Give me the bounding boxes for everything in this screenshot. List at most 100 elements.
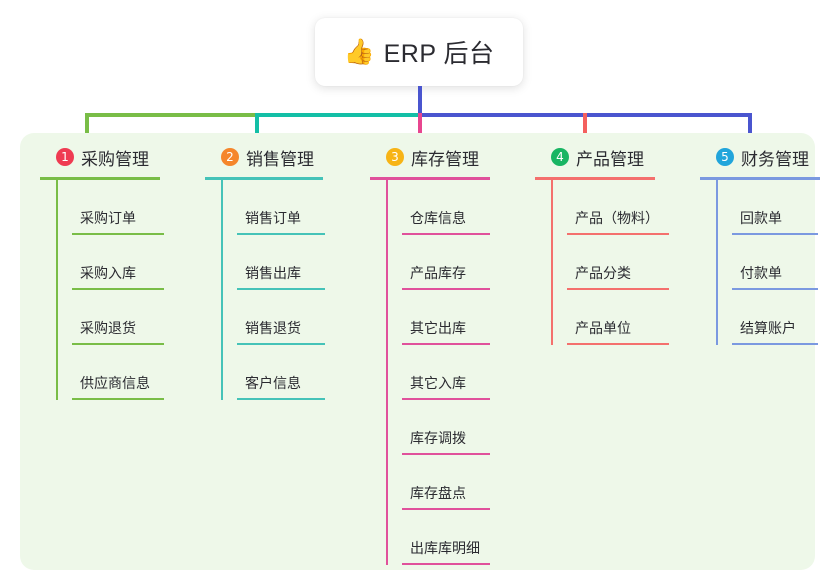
branch-title-4: 产品管理 (576, 149, 644, 169)
branch-underline-5 (700, 177, 820, 180)
leaf-underline (72, 233, 164, 235)
leaf-label: 结算账户 (740, 320, 796, 336)
leaf-label: 采购订单 (80, 210, 136, 226)
leaf-underline (237, 233, 325, 235)
branch-title-1: 采购管理 (81, 149, 149, 169)
leaf-list-3: 仓库信息产品库存其它出库其它入库库存调拨库存盘点出库库明细 (370, 180, 490, 565)
leaf-underline (567, 343, 669, 345)
leaf-label: 库存调拨 (410, 430, 466, 446)
leaf-underline (402, 288, 490, 290)
branches-panel (20, 133, 815, 570)
leaf-label: 产品分类 (575, 265, 631, 281)
branch-badge-4: 4 (551, 148, 569, 166)
leaf-item[interactable]: 销售订单 (221, 180, 325, 235)
leaf-item[interactable]: 产品库存 (386, 235, 490, 290)
branch-header-1[interactable]: 1 采购管理 (40, 145, 160, 169)
leaf-underline (732, 343, 818, 345)
leaf-underline (567, 288, 669, 290)
leaf-label: 供应商信息 (80, 375, 150, 391)
leaf-item[interactable]: 其它出库 (386, 290, 490, 345)
branch-underline-1 (40, 177, 160, 180)
leaf-underline (72, 343, 164, 345)
leaf-underline (732, 288, 818, 290)
root-title: ERP 后台 (383, 40, 495, 68)
leaf-label: 其它入库 (410, 375, 466, 391)
root-node[interactable]: 👍 ERP 后台 (315, 18, 523, 86)
leaf-underline (567, 233, 669, 235)
leaf-item[interactable]: 产品（物料） (551, 180, 669, 235)
leaf-label: 出库库明细 (410, 540, 480, 556)
leaf-spine-5 (716, 180, 718, 345)
branch-header-2[interactable]: 2 销售管理 (205, 145, 323, 169)
leaf-item[interactable]: 库存盘点 (386, 455, 490, 510)
leaf-label: 产品库存 (410, 265, 466, 281)
leaf-spine-4 (551, 180, 553, 345)
leaf-item[interactable]: 付款单 (716, 235, 820, 290)
leaf-label: 客户信息 (245, 375, 301, 391)
leaf-label: 采购退货 (80, 320, 136, 336)
leaf-underline (237, 343, 325, 345)
leaf-list-1: 采购订单采购入库采购退货供应商信息 (40, 180, 164, 400)
leaf-underline (402, 453, 490, 455)
branch-column-4: 4 产品管理产品（物料） 产品分类产品单位 (535, 145, 669, 345)
leaf-label: 库存盘点 (410, 485, 466, 501)
drop-connector-2 (255, 113, 259, 149)
branch-title-2: 销售管理 (246, 149, 314, 169)
leaf-item[interactable]: 采购退货 (56, 290, 164, 345)
branch-underline-3 (370, 177, 490, 180)
leaf-underline (402, 233, 490, 235)
leaf-item[interactable]: 结算账户 (716, 290, 820, 345)
leaf-underline (237, 288, 325, 290)
leaf-underline (72, 398, 164, 400)
leaf-item[interactable]: 产品分类 (551, 235, 669, 290)
drop-connector-1 (85, 113, 89, 149)
leaf-item[interactable]: 供应商信息 (56, 345, 164, 400)
drop-connector-3 (418, 113, 422, 149)
drop-connector-4 (583, 113, 587, 149)
leaf-item[interactable]: 销售退货 (221, 290, 325, 345)
leaf-item[interactable]: 客户信息 (221, 345, 325, 400)
branch-column-1: 1 采购管理采购订单采购入库采购退货供应商信息 (40, 145, 164, 400)
leaf-list-2: 销售订单销售出库销售退货客户信息 (205, 180, 325, 400)
leaf-item[interactable]: 出库库明细 (386, 510, 490, 565)
branch-badge-2: 2 (221, 148, 239, 166)
leaf-label: 仓库信息 (410, 210, 466, 226)
leaf-label: 销售订单 (245, 210, 301, 226)
leaf-list-5: 回款单付款单结算账户 (700, 180, 820, 345)
branch-underline-4 (535, 177, 655, 180)
leaf-item[interactable]: 仓库信息 (386, 180, 490, 235)
leaf-label: 回款单 (740, 210, 782, 226)
leaf-list-4: 产品（物料） 产品分类产品单位 (535, 180, 669, 345)
branch-header-4[interactable]: 4 产品管理 (535, 145, 655, 169)
leaf-underline (402, 563, 490, 565)
leaf-underline (402, 508, 490, 510)
root-stem-connector (418, 86, 422, 115)
leaf-underline (237, 398, 325, 400)
leaf-spine-2 (221, 180, 223, 400)
leaf-item[interactable]: 产品单位 (551, 290, 669, 345)
leaf-underline (732, 233, 818, 235)
leaf-spine-3 (386, 180, 388, 565)
leaf-label: 产品（物料） (575, 210, 659, 226)
leaf-item[interactable]: 采购入库 (56, 235, 164, 290)
leaf-item[interactable]: 库存调拨 (386, 400, 490, 455)
branch-badge-5: 5 (716, 148, 734, 166)
branch-title-3: 库存管理 (411, 149, 479, 169)
bus-segment-green (85, 113, 259, 117)
branch-underline-2 (205, 177, 323, 180)
branch-badge-1: 1 (56, 148, 74, 166)
leaf-label: 其它出库 (410, 320, 466, 336)
leaf-item[interactable]: 回款单 (716, 180, 820, 235)
leaf-item[interactable]: 其它入库 (386, 345, 490, 400)
leaf-label: 产品单位 (575, 320, 631, 336)
bus-segment-teal (257, 113, 420, 117)
leaf-item[interactable]: 销售出库 (221, 235, 325, 290)
leaf-item[interactable]: 采购订单 (56, 180, 164, 235)
leaf-spine-1 (56, 180, 58, 400)
leaf-underline (72, 288, 164, 290)
leaf-label: 销售退货 (245, 320, 301, 336)
